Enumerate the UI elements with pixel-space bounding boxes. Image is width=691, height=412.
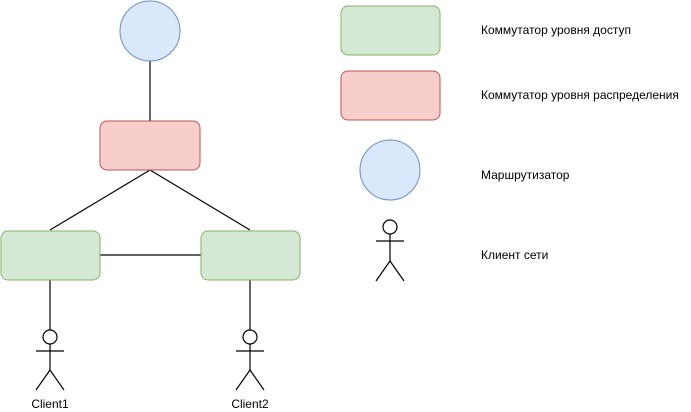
access-switch-right[interactable] — [200, 230, 301, 281]
legend-distribution-switch-label: Коммутатор уровня распределения — [481, 88, 679, 102]
link-distribution-access-left — [49, 169, 151, 231]
router-node[interactable] — [119, 0, 181, 62]
connections — [49, 60, 251, 330]
legend-router-label: Маршрутизатор — [481, 168, 570, 182]
legend-distribution-switch-shape — [340, 70, 441, 121]
legend: Коммутатор уровня доступ Коммутатор уров… — [340, 5, 679, 282]
client1-label: Client1 — [31, 397, 69, 411]
client1-person-icon[interactable] — [35, 329, 65, 391]
client2-label: Client2 — [231, 397, 269, 411]
distribution-switch-node[interactable] — [99, 120, 201, 171]
link-distribution-access-right — [149, 169, 251, 231]
legend-person-icon — [375, 219, 405, 282]
legend-router-circle — [359, 139, 421, 201]
legend-access-switch-label: Коммутатор уровня доступ — [481, 23, 631, 37]
legend-client-label: Клиент сети — [481, 248, 548, 262]
access-switch-left[interactable] — [0, 230, 101, 281]
legend-access-switch-shape — [340, 5, 441, 56]
client2-person-icon[interactable] — [235, 329, 265, 391]
